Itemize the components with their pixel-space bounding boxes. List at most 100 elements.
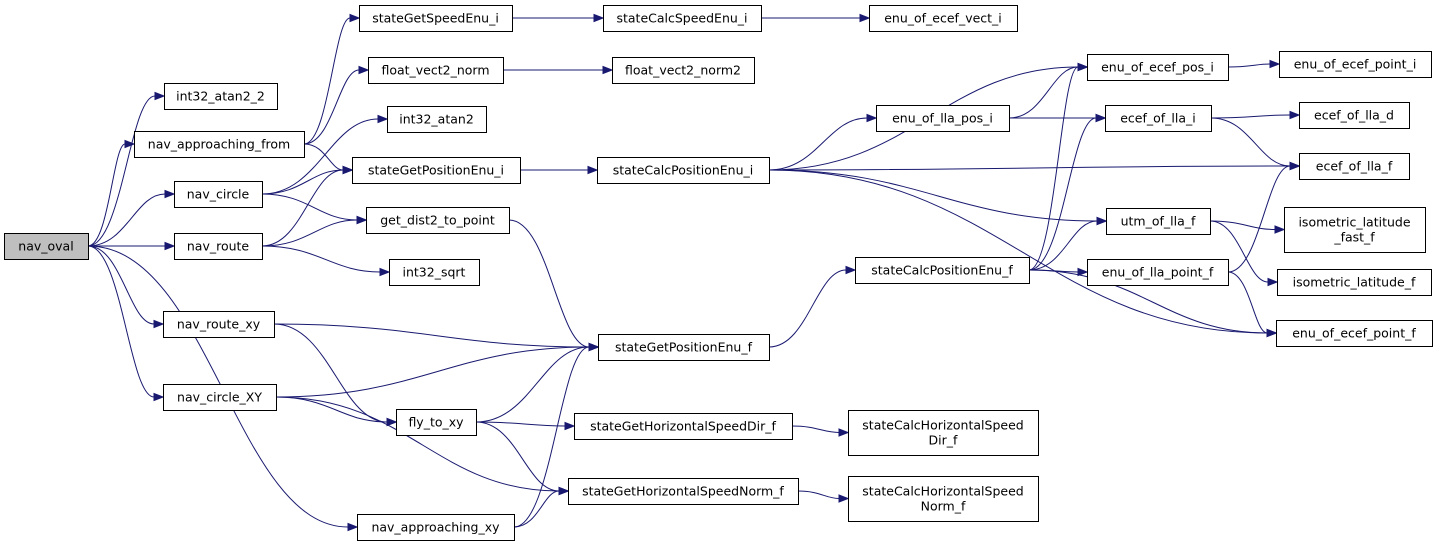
node-label: stateGetHorizontalSpeedDir_f bbox=[590, 419, 776, 434]
arrowhead-ecef-of-lla-i bbox=[1095, 113, 1107, 123]
node-enu-of-lla-pos-i[interactable]: enu_of_lla_pos_i bbox=[876, 105, 1010, 132]
edge-statecalcpositionenu-f-to-enu-of-ecef-pos-i bbox=[1028, 66, 1079, 271]
node-label: _fast_f bbox=[1333, 230, 1375, 245]
edge-statecalcpositionenu-f-to-utm-of-lla-f bbox=[1028, 220, 1098, 271]
node-statecalcpositionenu-i[interactable]: stateCalcPositionEnu_i bbox=[597, 157, 770, 184]
edge-nav-approaching-from-to-stategetpositionenu-i bbox=[303, 143, 344, 171]
node-stategetspeedenu-i[interactable]: stateGetSpeedEnu_i bbox=[359, 5, 513, 32]
node-ecef-of-lla-i[interactable]: ecef_of_lla_i bbox=[1105, 105, 1212, 132]
node-label: enu_of_lla_point_f bbox=[1102, 265, 1214, 280]
arrowhead-ecef-of-lla-d bbox=[1289, 110, 1301, 120]
node-get-dist2-to-point[interactable]: get_dist2_to_point bbox=[366, 207, 510, 234]
edges-layer bbox=[87, 13, 1301, 532]
edge-nav-approaching-from-to-stategetspeedenu-i bbox=[303, 17, 351, 145]
node-box bbox=[1299, 153, 1410, 180]
node-box bbox=[574, 413, 793, 440]
node-enu-of-ecef-vect-i[interactable]: enu_of_ecef_vect_i bbox=[869, 5, 1018, 32]
edge-statecalcpositionenu-i-to-utm-of-lla-f bbox=[768, 169, 1098, 222]
node-stategethorizontalspeednorm-f[interactable]: stateGetHorizontalSpeedNorm_f bbox=[568, 478, 799, 505]
node-label: nav_oval bbox=[18, 239, 73, 254]
arrowhead-stategethorizontalspeeddir-f bbox=[564, 421, 576, 431]
arrowhead-statecalchorizontalspeednorm-f bbox=[838, 494, 850, 503]
node-float-vect2-norm[interactable]: float_vect2_norm bbox=[368, 57, 504, 84]
node-enu-of-lla-point-f[interactable]: enu_of_lla_point_f bbox=[1087, 259, 1229, 286]
node-box bbox=[163, 384, 277, 411]
node-label: nav_route bbox=[187, 239, 250, 254]
node-enu-of-ecef-point-i[interactable]: enu_of_ecef_point_i bbox=[1279, 51, 1432, 78]
node-nav-circle-xy[interactable]: nav_circle_XY bbox=[163, 384, 277, 411]
node-statecalcpositionenu-f[interactable]: stateCalcPositionEnu_f bbox=[855, 257, 1030, 284]
node-nav-approaching-from[interactable]: nav_approaching_from bbox=[134, 131, 305, 158]
edge-utm-of-lla-f-to-isometric-latitude-f bbox=[1209, 220, 1269, 283]
node-statecalcspeedenu-i[interactable]: stateCalcSpeedEnu_i bbox=[603, 5, 762, 32]
node-label: stateCalcSpeedEnu_i bbox=[616, 11, 747, 26]
node-label: stateCalcHorizontalSpeed bbox=[862, 418, 1023, 433]
arrowhead-int32-atan2 bbox=[377, 114, 389, 124]
node-nav-oval[interactable]: nav_oval bbox=[4, 233, 89, 260]
node-int32-atan2-2[interactable]: int32_atan2_2 bbox=[164, 83, 278, 110]
node-nav-route[interactable]: nav_route bbox=[174, 233, 263, 260]
node-stategetpositionenu-i[interactable]: stateGetPositionEnu_i bbox=[352, 157, 521, 184]
node-label: isometric_latitude bbox=[1298, 215, 1410, 230]
edge-ecef-of-lla-i-to-ecef-of-lla-d bbox=[1210, 114, 1291, 119]
edge-enu-of-lla-point-f-to-ecef-of-lla-f bbox=[1227, 165, 1291, 273]
node-nav-circle[interactable]: nav_circle bbox=[174, 181, 263, 208]
arrowhead-enu-of-ecef-point-f bbox=[1266, 328, 1278, 338]
arrowhead-statecalcspeedenu-i bbox=[593, 13, 605, 23]
node-label: stateGetPositionEnu_i bbox=[368, 163, 504, 178]
node-stategethorizontalspeeddir-f[interactable]: stateGetHorizontalSpeedDir_f bbox=[574, 413, 793, 440]
node-label: stateCalcPositionEnu_f bbox=[871, 263, 1013, 278]
node-label: enu_of_ecef_vect_i bbox=[884, 11, 1002, 26]
arrowhead-isometric-latitude-fast-f bbox=[1274, 225, 1286, 234]
node-stategetpositionenu-f[interactable]: stateGetPositionEnu_f bbox=[598, 334, 770, 361]
edge-nav-approaching-xy-to-stategethorizontalspeednorm-f bbox=[513, 490, 560, 528]
node-box bbox=[603, 5, 762, 32]
node-box bbox=[174, 181, 263, 208]
edge-nav-approaching-xy-to-stategetpositionenu-f bbox=[513, 346, 590, 528]
node-int32-atan2[interactable]: int32_atan2 bbox=[387, 106, 487, 133]
edge-stategetpositionenu-f-to-statecalcpositionenu-f bbox=[768, 269, 847, 348]
edge-statecalcpositionenu-f-to-enu-of-ecef-point-f bbox=[1028, 269, 1268, 334]
node-label: Norm_f bbox=[921, 499, 966, 514]
node-fly-to-xy[interactable]: fly_to_xy bbox=[396, 409, 477, 436]
arrowhead-ecef-of-lla-f bbox=[1289, 161, 1301, 171]
node-label: get_dist2_to_point bbox=[380, 213, 495, 228]
node-enu-of-ecef-pos-i[interactable]: enu_of_ecef_pos_i bbox=[1087, 54, 1229, 81]
node-label: nav_route_xy bbox=[177, 317, 261, 332]
edge-nav-oval-to-nav-circle-xy bbox=[87, 245, 155, 398]
node-ecef-of-lla-d[interactable]: ecef_of_lla_d bbox=[1299, 102, 1410, 129]
node-label: ecef_of_lla_d bbox=[1314, 108, 1394, 123]
node-box bbox=[389, 259, 480, 286]
edge-nav-oval-to-nav-approaching-from bbox=[87, 143, 126, 247]
node-nav-route-xy[interactable]: nav_route_xy bbox=[163, 311, 275, 338]
node-box bbox=[1105, 105, 1212, 132]
node-enu-of-ecef-point-f[interactable]: enu_of_ecef_point_f bbox=[1276, 320, 1433, 347]
node-box bbox=[869, 5, 1018, 32]
node-utm-of-lla-f[interactable]: utm_of_lla_f bbox=[1106, 208, 1211, 235]
nodes-layer: nav_oval int32_atan2_2 nav_approaching_fro… bbox=[4, 5, 1433, 541]
node-box bbox=[1087, 54, 1229, 81]
edge-fly-to-xy-to-stategethorizontalspeeddir-f bbox=[475, 421, 566, 427]
node-box bbox=[396, 409, 477, 436]
edge-fly-to-xy-to-stategethorizontalspeednorm-f bbox=[475, 421, 560, 492]
edge-stategethorizontalspeednorm-f-to-statecalchorizontalspeednorm-f bbox=[797, 490, 840, 499]
node-ecef-of-lla-f[interactable]: ecef_of_lla_f bbox=[1299, 153, 1410, 180]
node-label: nav_circle_XY bbox=[177, 390, 262, 405]
node-nav-approaching-xy[interactable]: nav_approaching_xy bbox=[357, 514, 515, 541]
node-isometric-latitude-fast-f[interactable]: isometric_latitude_fast_f bbox=[1284, 207, 1426, 253]
arrowhead-utm-of-lla-f bbox=[1096, 216, 1108, 226]
arrowhead-enu-of-ecef-pos-i bbox=[1077, 62, 1089, 72]
node-label: nav_circle bbox=[187, 187, 250, 202]
arrowhead-enu-of-lla-point-f bbox=[1077, 267, 1089, 277]
node-float-vect2-norm2[interactable]: float_vect2_norm2 bbox=[612, 57, 755, 84]
edge-nav-oval-to-int32-atan2-2 bbox=[87, 95, 156, 247]
node-int32-sqrt[interactable]: int32_sqrt bbox=[389, 259, 480, 286]
arrowhead-enu-of-ecef-point-i bbox=[1269, 59, 1281, 69]
edge-nav-circle-xy-to-stategethorizontalspeednorm-f bbox=[275, 396, 560, 492]
node-isometric-latitude-f[interactable]: isometric_latitude_f bbox=[1277, 269, 1432, 296]
edge-nav-circle-xy-to-fly-to-xy bbox=[275, 396, 388, 423]
arrowhead-int32-sqrt bbox=[379, 267, 391, 277]
arrowhead-enu-of-ecef-vect-i bbox=[859, 13, 871, 23]
